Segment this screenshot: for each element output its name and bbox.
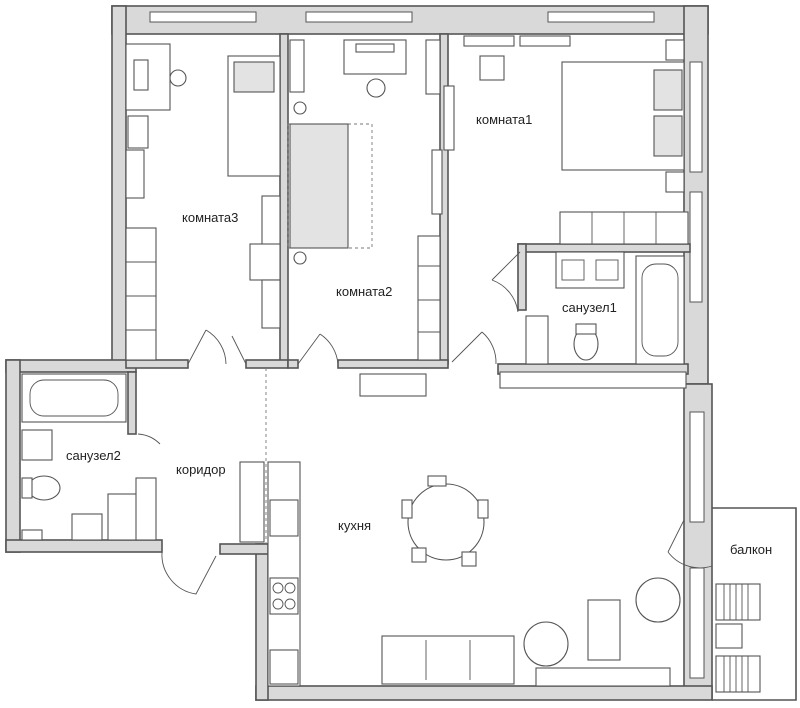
armchair-1 bbox=[523, 621, 569, 667]
bookshelf bbox=[289, 39, 305, 93]
chair-4 bbox=[411, 547, 427, 563]
doors bbox=[137, 251, 713, 595]
label-room2: комната2 bbox=[336, 284, 392, 299]
pillow bbox=[233, 61, 275, 93]
sofa-bed bbox=[289, 123, 349, 249]
kitchen-counter bbox=[267, 461, 301, 687]
monitor bbox=[133, 59, 149, 91]
label-balcony: балкон bbox=[730, 542, 772, 557]
pillow-2 bbox=[653, 115, 683, 157]
room2-furniture bbox=[287, 39, 441, 397]
chair-5 bbox=[461, 551, 477, 567]
wardrobe bbox=[125, 227, 157, 361]
nightstand bbox=[479, 55, 505, 81]
radiator-shelf bbox=[499, 371, 687, 389]
label-room1: комната1 bbox=[476, 112, 532, 127]
windows bbox=[149, 11, 705, 679]
bookshelf bbox=[125, 149, 145, 199]
cabinet bbox=[107, 493, 139, 541]
armchair-2 bbox=[635, 577, 681, 623]
cabinet bbox=[525, 315, 549, 365]
washer bbox=[71, 513, 103, 541]
fridge bbox=[269, 649, 299, 685]
label-bath1: санузел1 bbox=[562, 300, 617, 315]
sink bbox=[269, 499, 299, 537]
label-bath2: санузел2 bbox=[66, 448, 121, 463]
tv-stand bbox=[535, 667, 671, 687]
sofa bbox=[381, 635, 515, 685]
bookshelf-2 bbox=[425, 39, 441, 95]
balcony bbox=[711, 507, 797, 701]
sink bbox=[21, 429, 53, 461]
radiator-bench bbox=[359, 373, 427, 397]
chair-3 bbox=[401, 499, 413, 519]
chair bbox=[169, 69, 187, 87]
bath1-fixtures bbox=[499, 251, 687, 389]
label-kitchen: кухня bbox=[338, 518, 371, 533]
bathtub bbox=[21, 373, 127, 423]
room3-furniture bbox=[125, 43, 281, 361]
kitchen-fixtures bbox=[239, 461, 681, 687]
toilet bbox=[27, 475, 61, 501]
label-corridor: коридор bbox=[176, 462, 226, 477]
tall-cabinet bbox=[239, 461, 265, 543]
bathtub bbox=[635, 255, 685, 365]
exterior-walls bbox=[5, 5, 713, 701]
chair-1 bbox=[427, 475, 447, 487]
chair bbox=[366, 78, 386, 98]
pillow-1 bbox=[653, 69, 683, 111]
balcony-table bbox=[715, 623, 743, 649]
deck-chair-top bbox=[715, 583, 761, 621]
interior-walls bbox=[125, 33, 691, 435]
deck-chair-bottom bbox=[715, 655, 761, 693]
chair-2 bbox=[477, 499, 489, 519]
wardrobe bbox=[417, 235, 441, 361]
stove bbox=[269, 577, 299, 615]
room-labels: комната1 комната2 комната3 санузел1 сану… bbox=[66, 112, 772, 557]
label-room3: комната3 bbox=[182, 210, 238, 225]
double-sink bbox=[555, 251, 625, 289]
bath2-fixtures bbox=[21, 373, 157, 541]
room1-furniture bbox=[431, 35, 689, 245]
coffee-table bbox=[587, 599, 621, 661]
